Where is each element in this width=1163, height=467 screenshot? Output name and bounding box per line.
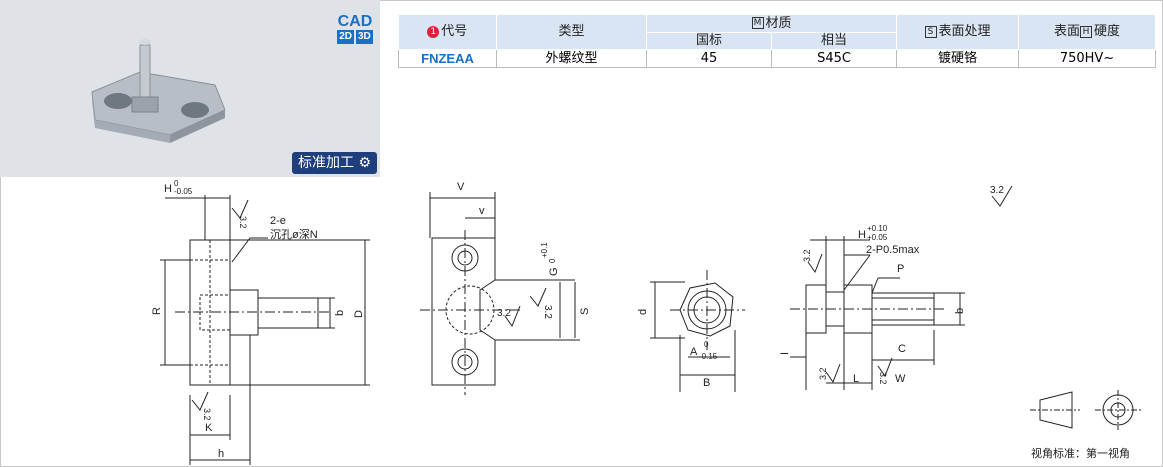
dim-b: b: [334, 310, 346, 316]
cad-label: CAD: [337, 13, 373, 30]
svg-text:0: 0: [704, 340, 709, 349]
surface-marker-icon: S: [924, 25, 937, 38]
dim-R: R: [151, 307, 163, 315]
dim-I: I: [779, 352, 791, 355]
cell-type: 外螺纹型: [496, 49, 647, 68]
header-material-std: 国标: [646, 32, 772, 50]
general-roughness-symbol: 3.2: [990, 185, 1013, 207]
dim-B: B: [703, 377, 710, 389]
cad-badge[interactable]: CAD 2D 3D: [334, 13, 376, 44]
svg-text:+0.10: +0.10: [867, 224, 888, 233]
dim-h: h: [218, 448, 224, 460]
roughness-b2: 3.2: [818, 367, 828, 380]
cell-code[interactable]: FNZEAA: [398, 49, 497, 68]
roughness-b: 3.2: [542, 305, 553, 319]
hole-note-1: 2-e: [270, 215, 286, 227]
svg-text:-0.05: -0.05: [174, 187, 193, 196]
stud-view-labels: H +0.10 +0.05 2-P0.5max P b C I L W 3.2 …: [779, 224, 966, 385]
dim-D: D: [353, 310, 365, 318]
dim-H: H: [858, 229, 866, 241]
side-view: [160, 195, 370, 465]
header-material-equiv: 相当: [771, 32, 898, 50]
pitch-note: 2-P0.5max: [866, 244, 920, 256]
svg-text:0: 0: [548, 258, 557, 263]
code-marker-icon: 1: [427, 25, 440, 38]
roughness-top: 3.2: [238, 216, 248, 229]
product-photo: [91, 39, 226, 143]
dim-v: v: [479, 205, 485, 217]
dim-S: S: [579, 308, 591, 315]
standard-processing-badge: 标准加工 ⚙: [291, 152, 377, 174]
wrench-icon: ⚙: [358, 155, 371, 171]
front-view: [420, 192, 580, 395]
front-view-labels: V v G +0.1 0 S 3.2 3.2: [457, 181, 591, 319]
dim-G: G: [548, 267, 560, 276]
header-type: 类型: [496, 15, 647, 50]
standard-processing-label: 标准加工: [297, 155, 354, 171]
projection-symbol-icon: [1030, 390, 1141, 430]
dim-b2: b: [954, 308, 966, 314]
nut-view: [650, 270, 745, 392]
cad-2d-button[interactable]: 2D: [337, 30, 354, 44]
roughness-c2: 3.2: [878, 372, 888, 385]
hardness-marker-icon: H: [1080, 25, 1093, 38]
table-row: FNZEAA 外螺纹型 45 S45C 镀硬铬 750HV~: [398, 49, 1157, 68]
cell-material-equiv: S45C: [770, 49, 898, 68]
dim-W: W: [895, 373, 906, 385]
svg-text:0: 0: [174, 179, 179, 188]
cell-surface: 镀硬铬: [896, 49, 1020, 68]
svg-text:-0.15: -0.15: [699, 352, 718, 361]
dim-V: V: [457, 181, 465, 193]
nut-view-labels: d A 0 -0.15 B: [637, 309, 718, 389]
roughness-a2: 3.2: [802, 249, 812, 262]
svg-text:+0.1: +0.1: [540, 242, 549, 258]
dim-P: P: [897, 263, 904, 275]
cad-3d-button[interactable]: 3D: [356, 30, 373, 44]
stud-view: [790, 236, 965, 390]
cell-hardness: 750HV~: [1018, 49, 1157, 68]
material-marker-icon: M: [751, 17, 764, 29]
roughness-bottom: 3.2: [202, 408, 212, 421]
dim-d: d: [637, 309, 649, 315]
dim-A: A: [690, 346, 698, 358]
roughness-a: 3.2: [497, 308, 511, 319]
dim-L: L: [853, 373, 859, 385]
dim-h-tol: H: [164, 183, 172, 195]
dim-C: C: [898, 343, 906, 355]
view-standard-note: 视角标准：第一视角: [1031, 447, 1130, 460]
svg-text:+0.05: +0.05: [867, 233, 888, 242]
part-illustration: [91, 39, 226, 143]
svg-text:3.2: 3.2: [990, 185, 1004, 196]
product-photo-panel: CAD 2D 3D 标准加工 ⚙: [0, 0, 380, 177]
hole-note-2: 沉孔ø深N: [270, 228, 318, 241]
dim-K: K: [205, 422, 213, 434]
side-view-labels: H 0 -0.05 3.2 2-e 沉孔ø深N R D b 3.2 K h: [151, 179, 365, 460]
